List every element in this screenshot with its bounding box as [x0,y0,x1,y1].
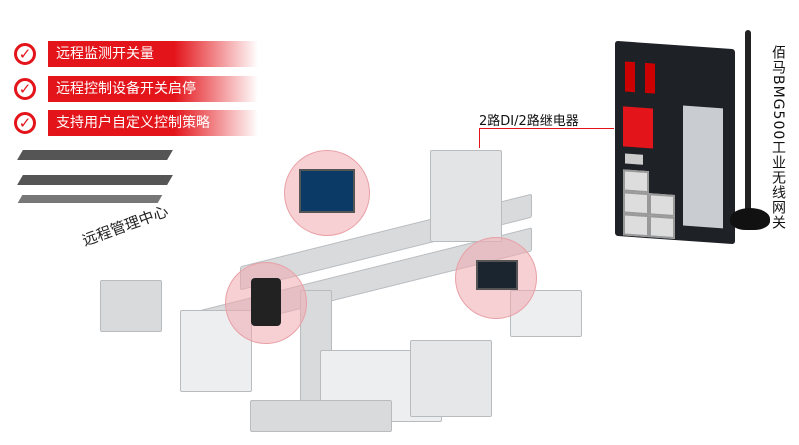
device-label-plate [683,105,723,229]
feature-2: ✓ 远程控制设备开关启停 [14,76,258,102]
touchscreen-icon [299,169,355,213]
check-icon: ✓ [14,78,36,100]
camera-icon [251,278,281,326]
laptop-bubble [455,237,537,319]
laptop-icon [476,260,518,290]
factory-floor [90,150,590,440]
camera-bubble [225,262,307,344]
ethernet-port [623,169,649,194]
feature-3: ✓ 支持用户自定义控制策略 [14,110,258,136]
terminal-block [623,106,653,149]
feature-label: 支持用户自定义控制策略 [48,110,258,136]
check-icon: ✓ [14,112,36,134]
usb-port [625,153,643,165]
ethernet-port [623,191,649,216]
check-icon: ✓ [14,43,36,65]
connector-line-down [479,128,480,148]
ethernet-port [623,213,649,238]
ethernet-port [649,215,675,239]
feature-label: 远程监测开关量 [48,41,258,67]
io-label: 2路DI/2路继电器 [479,114,579,129]
product-label: 佰马BMG500工业无线网关 [770,45,786,231]
antenna-icon [745,30,751,215]
feature-1: ✓ 远程监测开关量 [14,41,258,67]
gateway-device [615,40,735,245]
ethernet-port [649,193,675,217]
hmi-screen-bubble [284,150,370,236]
connector-line [479,128,614,129]
feature-label: 远程控制设备开关启停 [48,76,258,102]
antenna-connector [645,62,655,94]
antenna-base [730,208,770,230]
antenna-connector [625,61,635,93]
